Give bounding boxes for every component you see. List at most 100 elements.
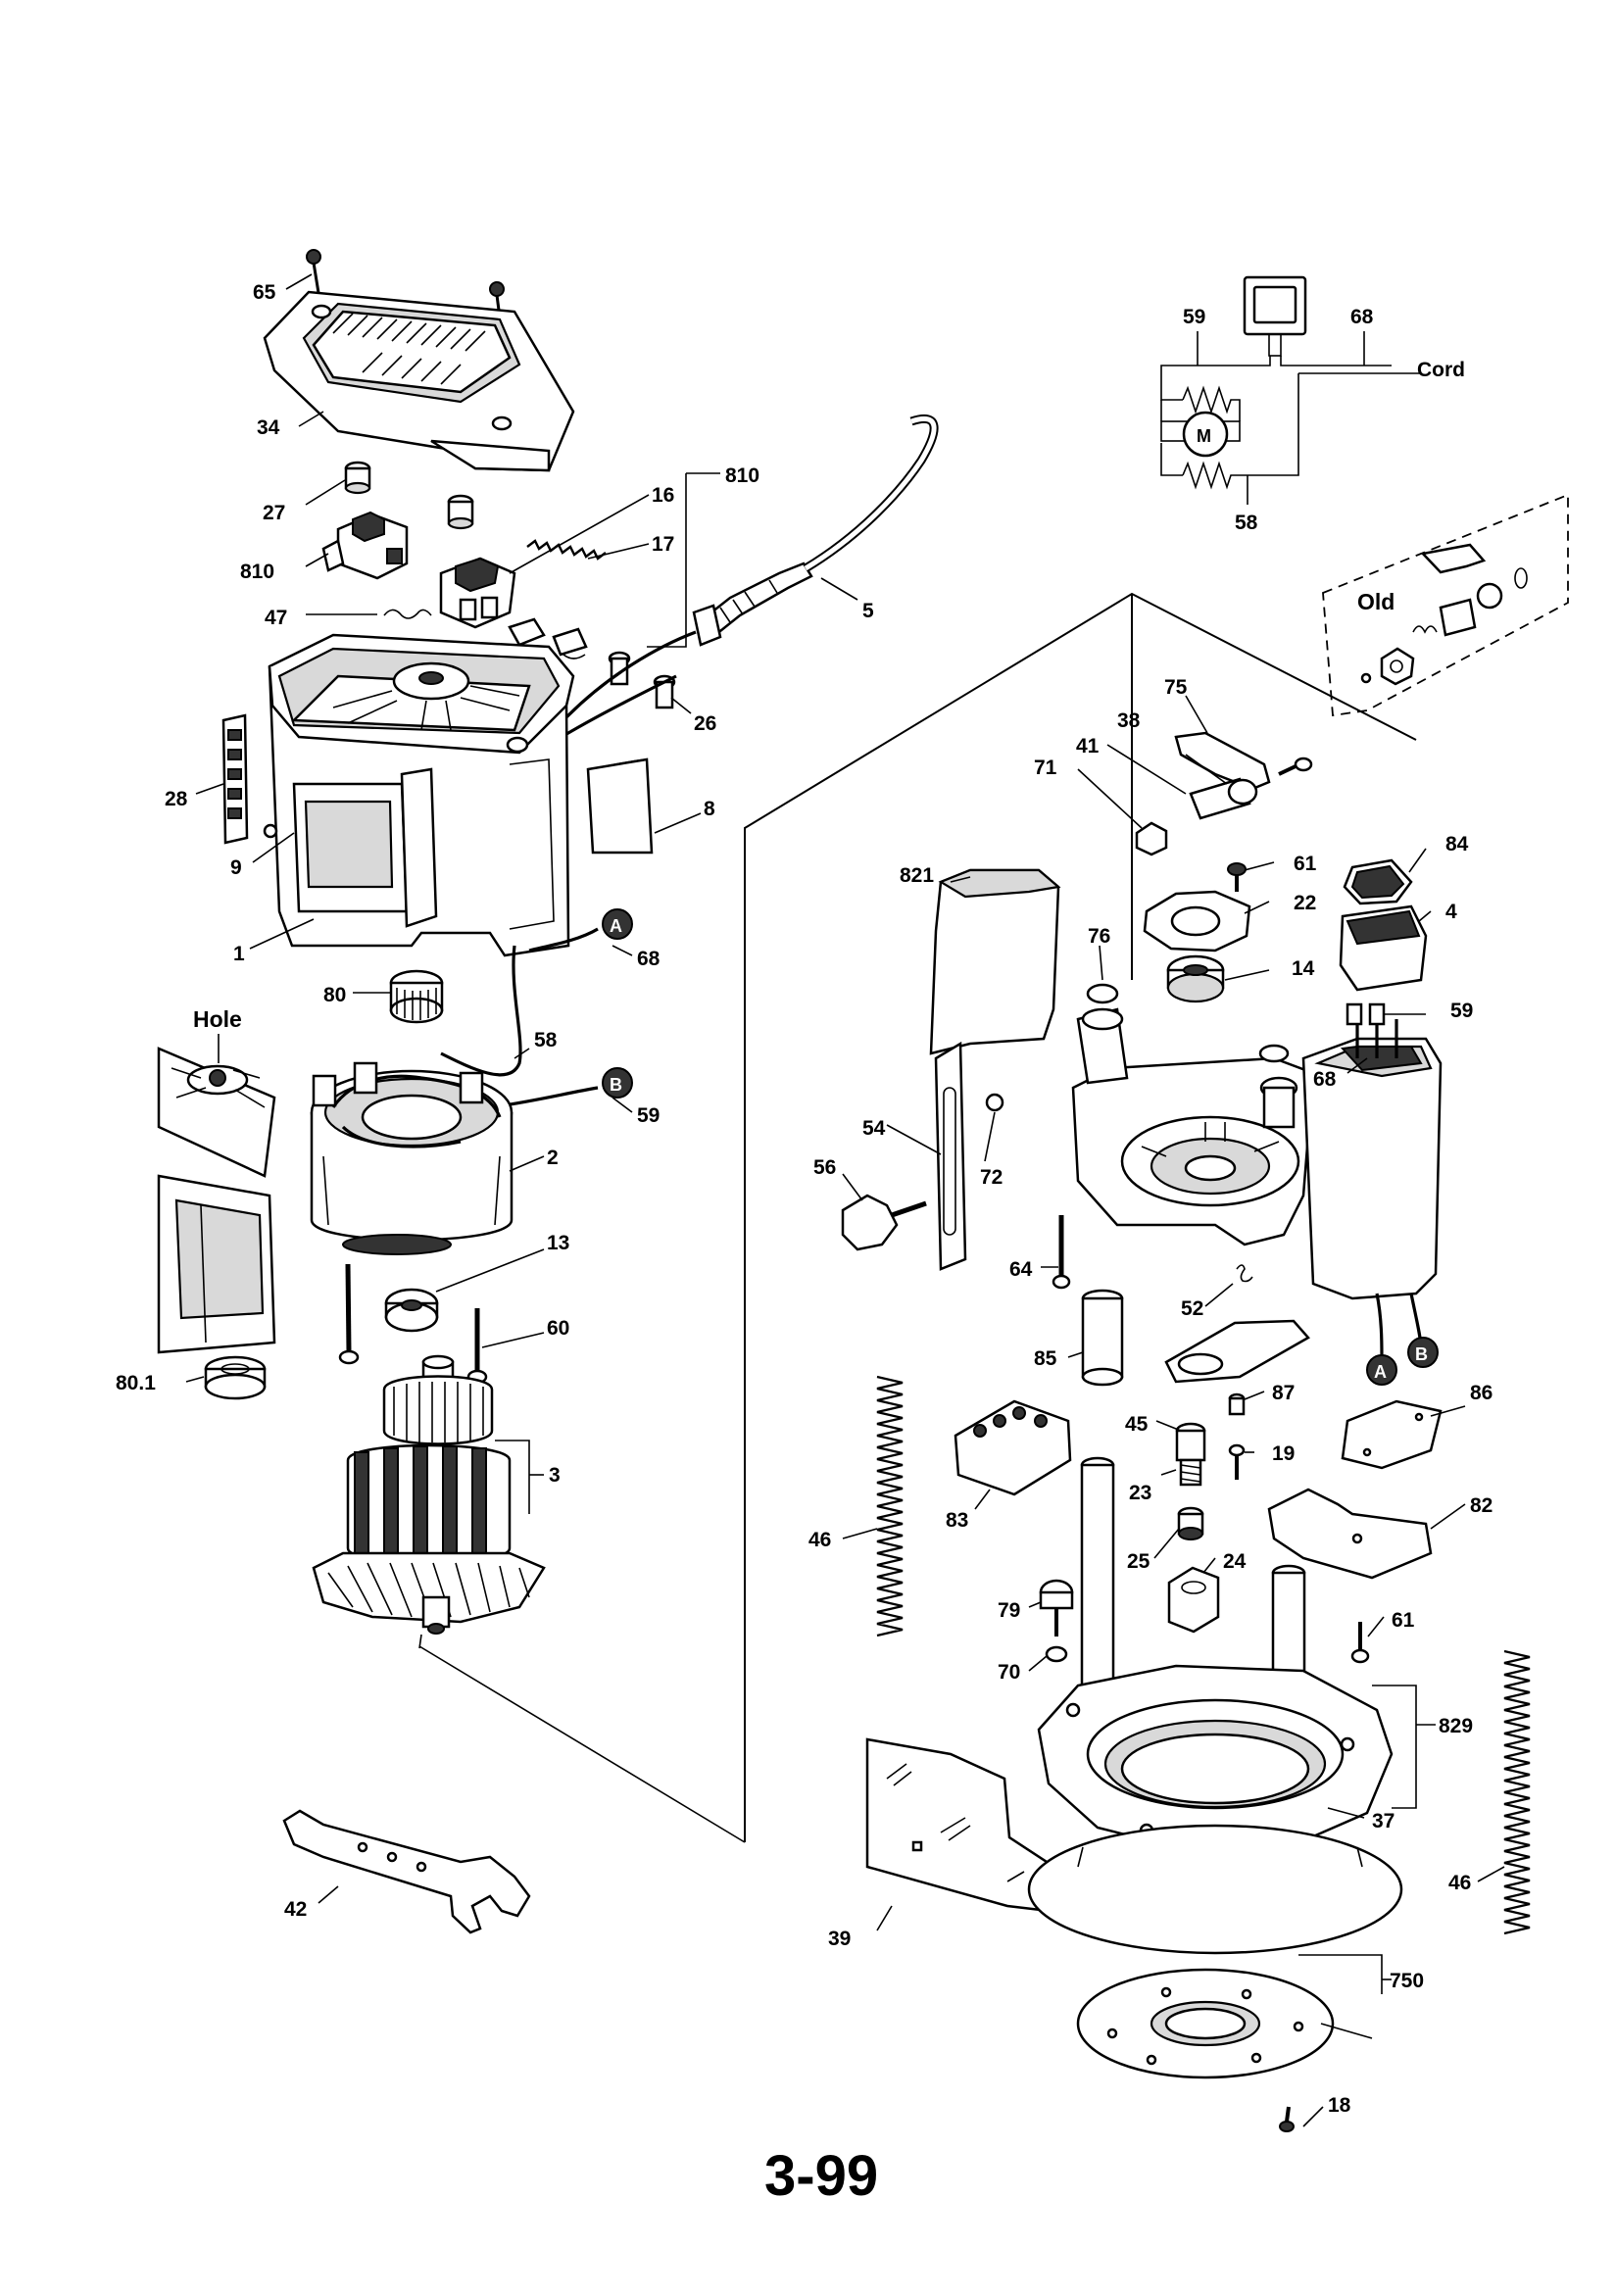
callout-4: 4 xyxy=(1445,901,1457,923)
callout-28: 28 xyxy=(165,788,188,810)
callout-76: 76 xyxy=(1088,925,1110,948)
callout-70: 70 xyxy=(998,1661,1020,1684)
callout-71: 71 xyxy=(1034,757,1057,779)
callout-68: 68 xyxy=(637,948,661,970)
knob-icon xyxy=(841,1194,899,1251)
callout-45: 45 xyxy=(1125,1413,1149,1436)
callout-56: 56 xyxy=(813,1156,836,1179)
callout-8: 8 xyxy=(704,798,715,820)
field-lead-wire xyxy=(440,945,522,1077)
bearing-icon xyxy=(204,1355,267,1400)
hole-detail: Hole xyxy=(157,1006,276,1354)
svg-text:A: A xyxy=(610,916,622,936)
handle-assembly xyxy=(263,249,939,747)
callout-72: 72 xyxy=(980,1166,1003,1189)
nut-icon xyxy=(1177,1506,1204,1540)
callout-42: 42 xyxy=(284,1898,307,1921)
callout-5: 5 xyxy=(862,600,874,622)
callout-80-1: 80.1 xyxy=(116,1372,156,1394)
nut-icon xyxy=(1167,1566,1220,1634)
callout-23: 23 xyxy=(1129,1482,1151,1504)
motor-icon xyxy=(1182,411,1229,458)
callout-13: 13 xyxy=(547,1232,569,1254)
callout-59: 59 xyxy=(637,1104,660,1127)
nut-icon xyxy=(447,494,474,530)
callout-18: 18 xyxy=(1328,2094,1351,2117)
cover-plate-icon xyxy=(1341,1399,1443,1470)
callout-86: 86 xyxy=(1470,1382,1493,1404)
field-coil-icon xyxy=(310,1061,514,1255)
callout-47: 47 xyxy=(265,607,287,629)
base-plate-icon xyxy=(1027,1824,1403,1955)
router-base-icon xyxy=(1037,1664,1394,1854)
callout-87: 87 xyxy=(1272,1382,1295,1404)
callout-810-right: 810 xyxy=(725,464,759,487)
callout-810-left: 810 xyxy=(240,561,274,583)
needle-bearing-icon xyxy=(389,969,444,1024)
callout-64: 64 xyxy=(1009,1258,1033,1281)
screw-icon xyxy=(1052,1215,1071,1290)
connector-b-right: B xyxy=(1407,1337,1439,1368)
callout-59-right: 59 xyxy=(1450,1000,1473,1022)
callout-37: 37 xyxy=(1372,1810,1395,1832)
callout-17: 17 xyxy=(652,533,674,556)
callout-26: 26 xyxy=(694,712,716,735)
wiring-schematic: M 59 68 Cord 58 xyxy=(1160,275,1465,534)
svg-text:A: A xyxy=(1374,1362,1387,1382)
callout-19: 19 xyxy=(1272,1442,1295,1465)
callout-821: 821 xyxy=(900,864,934,887)
coil-spring-icon xyxy=(1503,1649,1531,1935)
screw-icon xyxy=(338,1263,360,1365)
callout-83: 83 xyxy=(946,1509,968,1532)
lever-plate-icon xyxy=(1267,1488,1433,1580)
chip-shield-icon xyxy=(865,1737,1051,1913)
schematic-label-58: 58 xyxy=(1235,512,1258,534)
screw-icon xyxy=(1350,1622,1370,1664)
callout-75: 75 xyxy=(1164,676,1188,699)
coil-spring-icon xyxy=(876,1375,904,1637)
connector-a-left: A xyxy=(528,908,633,953)
callout-labels: 65 34 27 810 47 810 16 17 5 26 28 8 9 1 … xyxy=(116,281,1493,2117)
screw-icon xyxy=(1278,757,1313,776)
motor-housing xyxy=(221,633,654,957)
motor-cover-icon xyxy=(929,868,1060,1055)
callout-68-right: 68 xyxy=(1313,1068,1337,1091)
spring-icon xyxy=(1236,1264,1253,1283)
old-label: Old xyxy=(1357,589,1395,614)
thumb-screw-icon xyxy=(1039,1579,1074,1637)
old-style-inset: Old xyxy=(1322,493,1569,717)
ball-bearing-icon xyxy=(1166,954,1225,1003)
callout-58: 58 xyxy=(534,1029,558,1051)
svg-text:B: B xyxy=(1415,1344,1428,1364)
spring-clip-icon xyxy=(383,609,432,619)
callout-54: 54 xyxy=(862,1117,886,1140)
callout-2: 2 xyxy=(547,1147,559,1169)
guide-post-icon xyxy=(1080,1456,1115,1692)
nut-icon xyxy=(1135,821,1168,856)
armature-icon xyxy=(312,1354,546,1635)
callout-79: 79 xyxy=(998,1599,1020,1622)
nut-icon xyxy=(344,461,371,495)
callout-829: 829 xyxy=(1439,1715,1473,1737)
callout-3: 3 xyxy=(549,1464,561,1487)
brush-holder-icon xyxy=(439,557,516,629)
ball-bearing-icon xyxy=(384,1288,439,1333)
screw-icon xyxy=(1279,2106,1295,2132)
callout-65: 65 xyxy=(253,281,276,304)
callout-24: 24 xyxy=(1223,1550,1247,1573)
schematic-label-68: 68 xyxy=(1350,306,1374,328)
schematic-label-cord: Cord xyxy=(1417,359,1465,381)
callout-52: 52 xyxy=(1181,1297,1203,1320)
callout-22: 22 xyxy=(1294,892,1316,914)
power-cord-icon xyxy=(696,562,813,641)
guide-block-icon xyxy=(954,1399,1072,1496)
callout-34: 34 xyxy=(257,416,280,439)
base-group-frame xyxy=(744,592,1417,1842)
brush-holder-icon xyxy=(321,511,409,580)
callout-60: 60 xyxy=(547,1317,569,1340)
pin-icon xyxy=(1228,1392,1246,1416)
leader-lines xyxy=(185,273,1505,2127)
adjusting-screw-icon xyxy=(1175,1422,1206,1487)
callout-38: 38 xyxy=(1117,709,1141,732)
